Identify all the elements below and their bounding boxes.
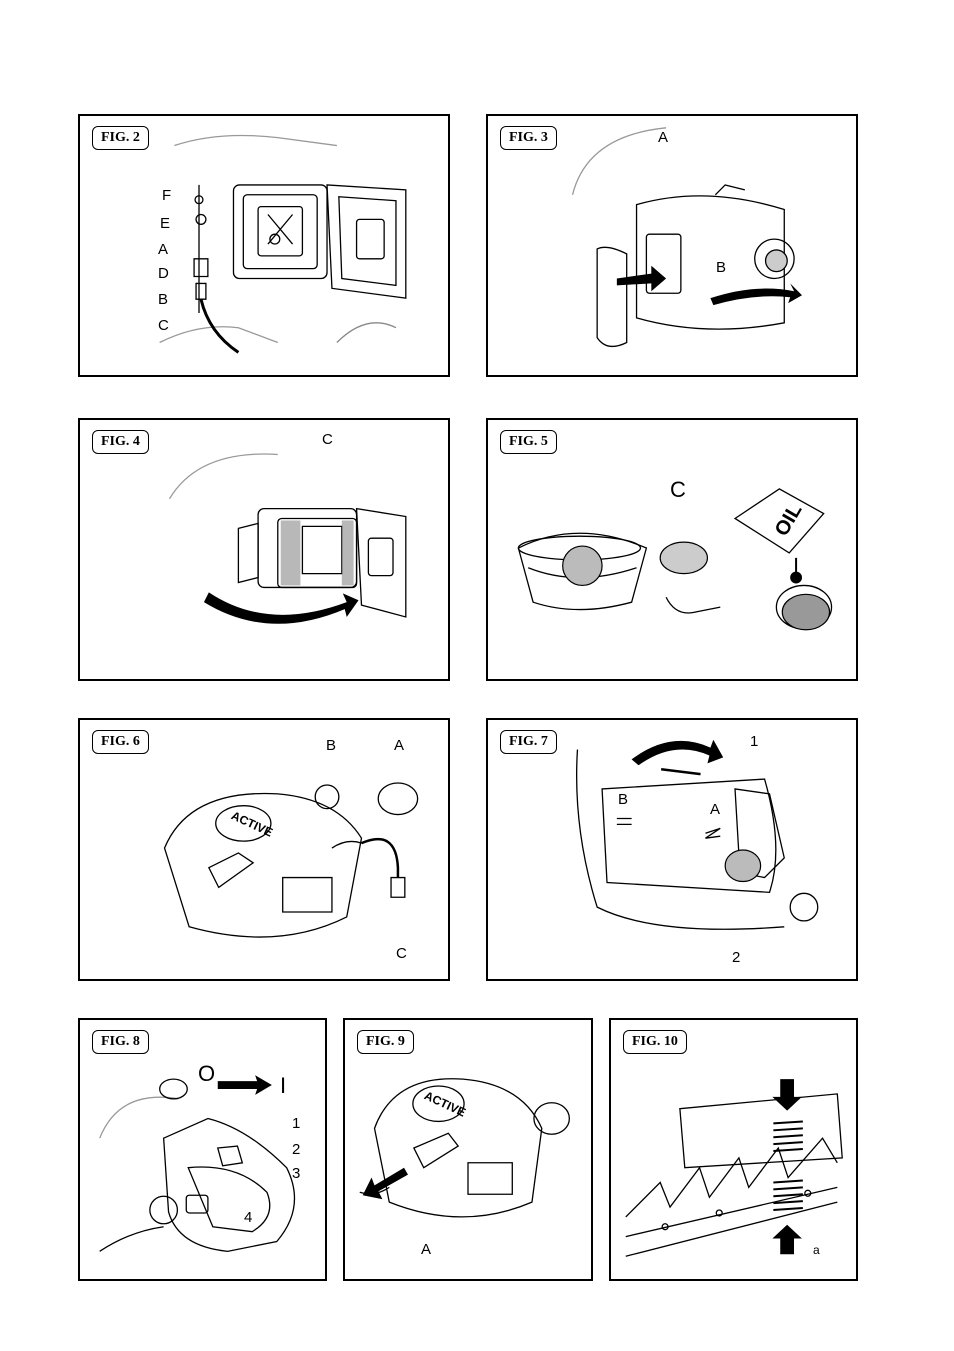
figure-5-panel: FIG. 5 C OIL bbox=[486, 418, 858, 681]
callout-e: E bbox=[160, 215, 171, 232]
callout-2: 2 bbox=[292, 1141, 301, 1158]
callout-a: A bbox=[394, 737, 405, 754]
callout-b: B bbox=[158, 291, 169, 308]
callout-2: 2 bbox=[732, 949, 741, 966]
figure-5-label: FIG. 5 bbox=[500, 430, 557, 454]
callout-3: 3 bbox=[292, 1165, 301, 1182]
callout-c: C bbox=[396, 945, 407, 962]
callout-f: F bbox=[162, 187, 172, 204]
callout-c: C bbox=[670, 477, 686, 502]
figure-7-label: FIG. 7 bbox=[500, 730, 557, 754]
figure-6-label: FIG. 6 bbox=[92, 730, 149, 754]
callout-c: C bbox=[158, 317, 169, 334]
air-filter-assembly-illustration bbox=[80, 116, 448, 375]
figure-2-panel: FIG. 2 F E A D B C bbox=[78, 114, 450, 377]
callout-a: A bbox=[658, 129, 669, 146]
primer-bulb-illustration bbox=[345, 1020, 591, 1279]
callout-b: B bbox=[618, 791, 629, 808]
filter-cleaning-illustration bbox=[488, 420, 856, 679]
figure-4-label: FIG. 4 bbox=[92, 430, 149, 454]
callout-1: 1 bbox=[292, 1115, 301, 1132]
callout-c: C bbox=[322, 431, 333, 448]
callout-a: A bbox=[710, 801, 721, 818]
filter-element-removal-illustration bbox=[80, 420, 448, 624]
callout-a: A bbox=[158, 241, 169, 258]
figure-2-label: FIG. 2 bbox=[92, 126, 149, 150]
figure-8-panel: FIG. 8 O I 1 2 3 4 bbox=[78, 1018, 327, 1281]
callout-b: B bbox=[716, 259, 727, 276]
figure-10-panel: FIG. 10 a bbox=[609, 1018, 858, 1281]
blade-spring-illustration bbox=[611, 1079, 856, 1279]
callout-i: I bbox=[280, 1073, 287, 1098]
figure-8-label: FIG. 8 bbox=[92, 1030, 149, 1054]
figure-6-panel: FIG. 6 ACTIVE B A C bbox=[78, 718, 450, 981]
handle-switch-illustration bbox=[80, 1075, 325, 1279]
callout-a: a bbox=[813, 1243, 820, 1257]
figure-7-panel: FIG. 7 1 B A 2 bbox=[486, 718, 858, 981]
figure-9-label: FIG. 9 bbox=[357, 1030, 414, 1054]
figure-3-label: FIG. 3 bbox=[500, 126, 557, 150]
callout-b: B bbox=[326, 737, 337, 754]
figure-9-panel: FIG. 9 ACTIVE A bbox=[343, 1018, 593, 1281]
callout-4: 4 bbox=[244, 1209, 253, 1226]
figure-10-label: FIG. 10 bbox=[623, 1030, 687, 1054]
callout-o: O bbox=[198, 1061, 216, 1086]
figure-4-panel: FIG. 4 C bbox=[78, 418, 450, 681]
callout-a: A bbox=[421, 1241, 432, 1258]
fuel-tank-caps-illustration bbox=[80, 720, 448, 979]
air-filter-cover-removal-illustration bbox=[488, 116, 802, 375]
choke-lever-illustration bbox=[488, 739, 856, 979]
callout-d: D bbox=[158, 265, 169, 282]
figure-3-panel: FIG. 3 A B bbox=[486, 114, 858, 377]
callout-1: 1 bbox=[750, 733, 759, 750]
